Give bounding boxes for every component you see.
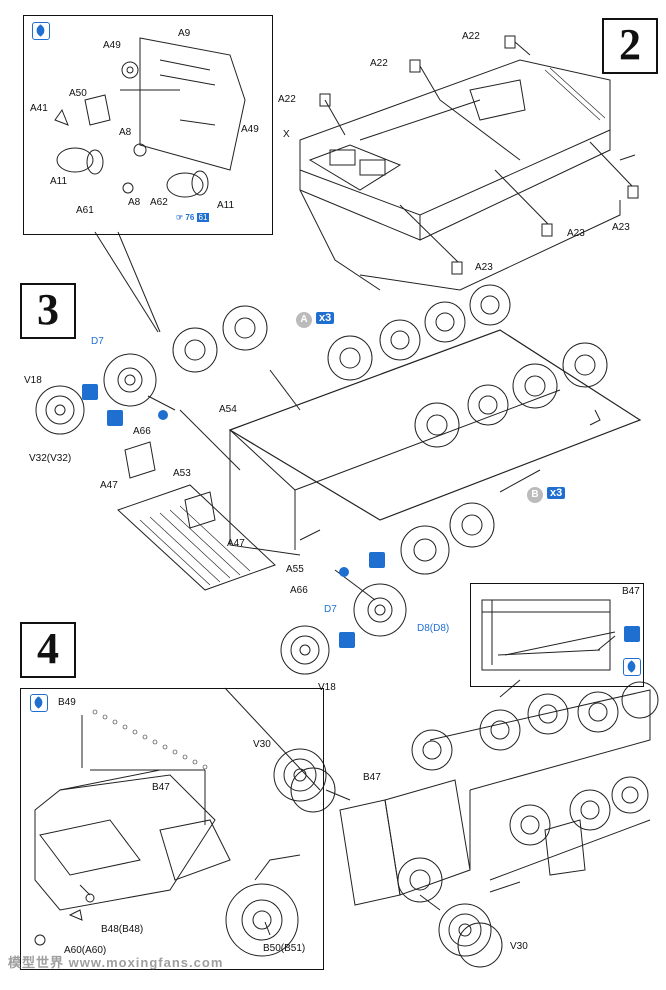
part-label: A53 — [173, 468, 191, 479]
part-label: A22 — [370, 58, 388, 69]
part-label: A47 — [227, 538, 245, 549]
part-label: D8(D8) — [417, 623, 450, 634]
part-label: A22 — [462, 31, 480, 42]
part-label: V18 — [318, 682, 336, 693]
detail-callout-rear-plate — [20, 688, 324, 970]
part-label: A66 — [133, 426, 151, 437]
step-number-2: 2 — [602, 18, 658, 74]
part-label: A54 — [219, 404, 237, 415]
part-label: A23 — [612, 222, 630, 233]
part-label: B49 — [58, 697, 76, 708]
part-label: V18 — [24, 375, 42, 386]
part-label: D7 — [324, 604, 337, 615]
part-label: A11 — [50, 176, 68, 187]
part-label: A23 — [475, 262, 493, 273]
part-label: A22 — [278, 94, 296, 105]
site-watermark: 模型世界 www.moxingfans.com — [8, 955, 224, 970]
part-label: B47 — [622, 586, 640, 597]
detail-callout-top-left — [23, 15, 273, 235]
part-label: A11 — [217, 200, 235, 211]
part-label: B47 — [363, 772, 381, 783]
repeat-count-a: x3 — [316, 312, 335, 324]
part-label: V30 — [510, 941, 528, 952]
part-label: A23 — [567, 228, 585, 239]
glue-icon — [32, 22, 50, 40]
glue-icon — [30, 694, 48, 712]
part-label: A55 — [286, 564, 304, 575]
sub-assembly-b-badge: B — [527, 487, 543, 503]
part-label: A41 — [30, 103, 48, 114]
part-label: A66 — [290, 585, 308, 596]
part-label: B47 — [152, 782, 170, 793]
step-number-3: 3 — [20, 283, 76, 339]
rotate-icon — [339, 632, 355, 648]
part-label: V32(V32) — [29, 453, 72, 464]
glue-icon — [623, 658, 641, 676]
part-label: X — [283, 129, 290, 140]
sub-assembly-a-badge: A — [296, 312, 312, 328]
cement-icon — [369, 552, 385, 568]
drill-hole-icon — [624, 626, 640, 642]
part-label: B50(B51) — [263, 943, 306, 954]
part-label: A49 — [103, 40, 121, 51]
part-label: A9 — [178, 28, 191, 39]
detail-callout-sand-shield — [470, 583, 644, 687]
part-label: A61 — [76, 205, 94, 216]
part-label: A8 — [119, 127, 132, 138]
step-number-4: 4 — [20, 622, 76, 678]
part-label: B48(B48) — [101, 924, 144, 935]
rotate-icon — [82, 384, 98, 400]
part-label: V30 — [253, 739, 271, 750]
part-label: A49 — [241, 124, 259, 135]
part-label: A50 — [69, 88, 87, 99]
part-label: A62 — [150, 197, 168, 208]
part-label: D7 — [91, 336, 104, 347]
repeat-count-b: x3 — [547, 487, 566, 499]
page-reference: ☞ 76 61 — [176, 213, 210, 222]
part-label: A60(A60) — [64, 945, 107, 956]
part-label: A8 — [128, 197, 141, 208]
cement-icon — [107, 410, 123, 426]
part-label: A47 — [100, 480, 118, 491]
